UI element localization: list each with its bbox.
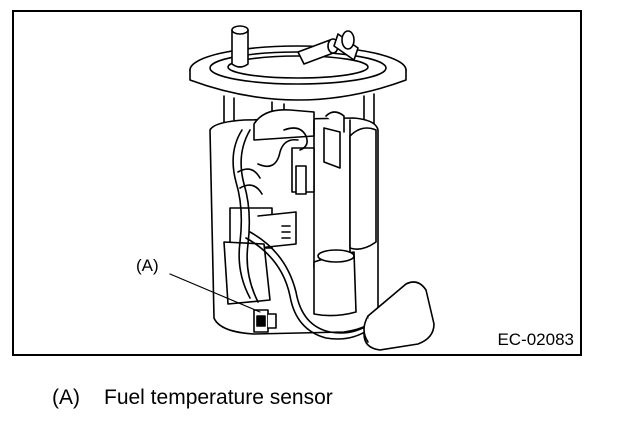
figure-frame: (A) EC-02083 (12, 10, 582, 356)
callout-label-a: (A) (136, 256, 159, 275)
fuel-pump-assembly-drawing (169, 25, 435, 351)
legend-row: (A) Fuel temperature sensor (52, 386, 333, 410)
float (363, 281, 435, 351)
fuel-temperature-sensor (253, 309, 277, 333)
callout-leader-line (169, 273, 261, 313)
flange-pipes (231, 25, 359, 68)
wiring (232, 127, 308, 303)
legend-description: Fuel temperature sensor (104, 386, 333, 409)
figure-code: EC-02083 (497, 330, 574, 349)
float-arm (245, 231, 371, 340)
legend-key: (A) (52, 386, 80, 409)
flange (189, 45, 407, 101)
pump-body (209, 108, 379, 335)
